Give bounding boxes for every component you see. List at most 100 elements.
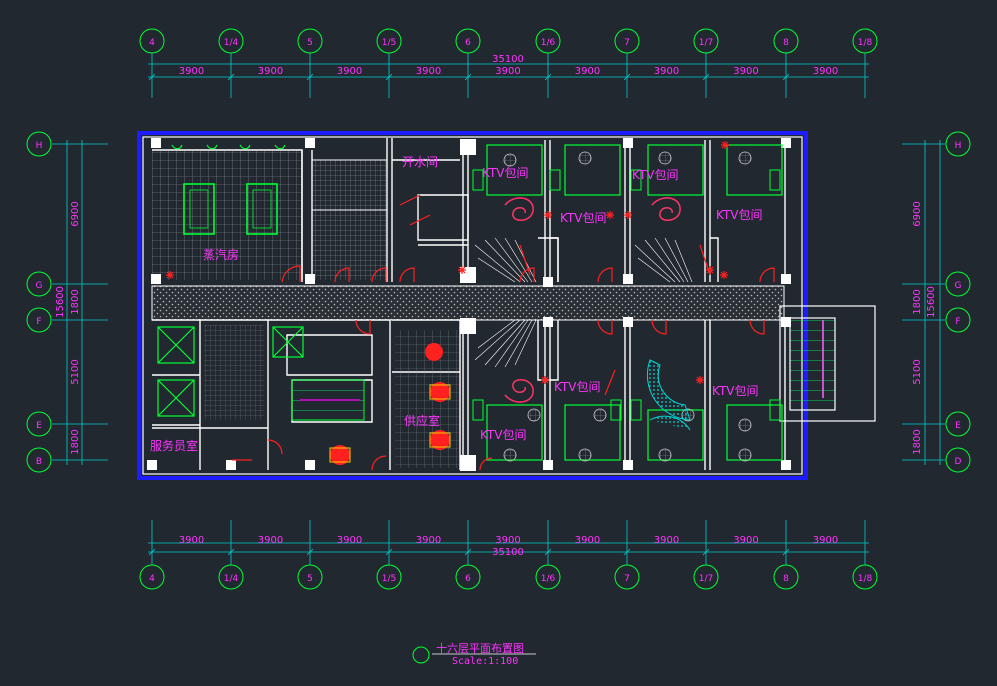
axis-bubble-5: 1/6 — [535, 564, 561, 590]
axis-bubble-1: 1/4 — [218, 28, 244, 54]
axis-label: 1/4 — [224, 38, 239, 48]
axis-bubble-8: 8 — [773, 564, 799, 590]
column — [623, 138, 633, 148]
dim-row-segment: 1800 — [912, 289, 923, 314]
axis-label: 1/8 — [858, 38, 873, 48]
room-label-sauna: 蒸汽房 — [203, 247, 239, 262]
axis-label: H — [36, 141, 43, 151]
dim-row-segment: 5100 — [912, 359, 923, 384]
dim-bay: 3900 — [813, 66, 838, 77]
column — [623, 460, 633, 470]
axis-label: H — [955, 141, 962, 151]
axis-bubble-4: 6 — [455, 564, 481, 590]
axis-bubble-left-2: F — [26, 307, 52, 333]
decor-swirls — [504, 197, 681, 403]
column — [151, 138, 161, 148]
room-label-ktv: KTV包间 — [482, 166, 528, 180]
dim-bay: 3900 — [575, 66, 600, 77]
dim-bay: 3900 — [337, 535, 362, 546]
room-label-linen: 供应室 — [404, 413, 440, 428]
sauna-lights — [171, 144, 286, 150]
dim-bay: 3900 — [495, 66, 520, 77]
dim-bay: 3900 — [258, 66, 283, 77]
axis-bubble-3: 1/5 — [376, 564, 402, 590]
axis-label: 8 — [783, 38, 789, 48]
axis-label: 1/4 — [224, 574, 239, 584]
column — [460, 139, 476, 155]
sofa — [564, 404, 621, 461]
axis-label: 4 — [149, 38, 155, 48]
axis-bubble-right-1: G — [945, 271, 971, 297]
column — [543, 460, 553, 470]
axis-bubble-7: 1/7 — [693, 28, 719, 54]
dim-bay: 3900 — [575, 535, 600, 546]
column — [781, 138, 791, 148]
axis-bubble-1: 1/4 — [218, 564, 244, 590]
door-swing — [749, 319, 765, 335]
dim-bay: 3900 — [495, 535, 520, 546]
washroom-floor — [312, 160, 387, 280]
door-swing — [399, 194, 431, 226]
axis-label: 1/6 — [541, 574, 556, 584]
dim-bay: 3900 — [337, 66, 362, 77]
speaker — [472, 169, 484, 191]
stool — [738, 151, 752, 165]
axis-label: 1/6 — [541, 38, 556, 48]
column — [543, 317, 553, 327]
axis-label: 4 — [149, 574, 155, 584]
axis-bubble-left-4: B — [26, 447, 52, 473]
axis-label: E — [955, 421, 961, 431]
dim-row-segment: 5100 — [70, 359, 81, 384]
axis-label: 1/5 — [382, 574, 396, 584]
sofa — [726, 144, 783, 196]
axis-bubble-left-0: H — [26, 131, 52, 157]
column — [226, 460, 236, 470]
title-block: 十六层平面布置图 Scale:1:100 — [412, 641, 536, 667]
column — [781, 274, 791, 284]
axis-label: F — [955, 317, 960, 327]
dimension-labels: 3900 3900 3900 3900 3900 3900 3900 3900 3900 3900… — [55, 54, 937, 558]
room-label-ktv: KTV包间 — [712, 384, 758, 398]
axis-label: 1/7 — [699, 574, 713, 584]
column — [460, 455, 476, 471]
stool — [658, 448, 672, 462]
axis-label: 1/8 — [858, 574, 873, 584]
dimension-lines — [66, 63, 941, 556]
speaker — [549, 169, 561, 191]
dim-bay: 3900 — [179, 535, 204, 546]
elevator-shafts — [157, 326, 304, 417]
axis-label: 5 — [307, 574, 313, 584]
fixture-mark — [706, 266, 714, 274]
dim-bay: 3900 — [179, 66, 204, 77]
column — [623, 317, 633, 327]
axis-label: G — [955, 281, 962, 291]
building: 蒸汽房 开水间 KTV包间 KTV包间 KTV包间 KTV包间 KTV包间 KT… — [137, 131, 876, 480]
axis-label: B — [36, 457, 42, 467]
room-label-ktv: KTV包间 — [716, 208, 762, 222]
stool — [578, 151, 592, 165]
dim-row-segment: 6900 — [70, 201, 81, 226]
axis-bubble-7: 1/7 — [693, 564, 719, 590]
sauna-bench — [246, 183, 278, 235]
column — [460, 267, 476, 283]
door-swing — [267, 439, 387, 471]
sofa — [726, 404, 783, 461]
dim-bay: 3900 — [416, 535, 441, 546]
door-swing — [355, 319, 371, 335]
stair-left — [204, 325, 264, 420]
column — [781, 460, 791, 470]
column — [305, 460, 315, 470]
dim-bay: 3900 — [654, 66, 679, 77]
table-sets — [329, 343, 451, 465]
dim-bay: 3900 — [813, 535, 838, 546]
fixture-mark — [720, 271, 728, 279]
stool — [503, 153, 517, 167]
axis-bubble-left-1: G — [26, 271, 52, 297]
axis-bubble-8: 8 — [773, 28, 799, 54]
decor-arc-feature — [646, 359, 691, 421]
dim-total-width: 35100 — [492, 54, 524, 65]
stair-right — [789, 317, 836, 411]
fixture-mark — [624, 211, 632, 219]
